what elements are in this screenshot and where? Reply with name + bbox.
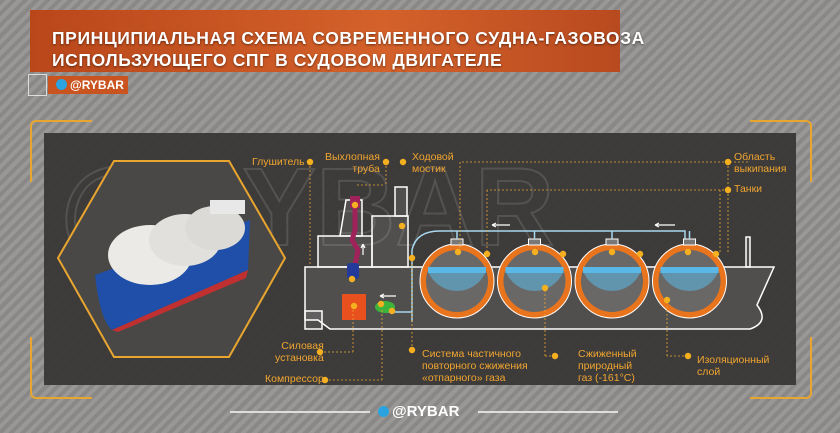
brand-bar (48, 76, 128, 94)
corner-bracket (750, 120, 812, 182)
bow-mast (745, 236, 751, 268)
telegram-icon (56, 79, 67, 90)
callout-dot (724, 186, 732, 194)
gas-line (411, 230, 686, 322)
decor-square (28, 74, 47, 96)
callout-dot (399, 158, 407, 166)
corner-bracket (750, 337, 812, 399)
footer-line (230, 411, 370, 413)
telegram-icon (378, 406, 389, 417)
callout-dot (398, 222, 406, 230)
callout-dot (408, 346, 416, 354)
callout-dot (531, 248, 539, 256)
rudder (304, 310, 323, 330)
footer-brand: @RYBAR (378, 403, 459, 420)
callout-dot (316, 348, 324, 356)
callout-dot (541, 284, 549, 292)
callout-dot (663, 296, 671, 304)
callout-dot (351, 201, 359, 209)
lng-tank (652, 231, 727, 319)
callout-dot (559, 250, 567, 258)
page-title: ПРИНЦИПИАЛЬНАЯ СХЕМА СОВРЕМЕННОГО СУДНА-… (52, 28, 645, 70)
label-compressor: Компрессор (265, 373, 324, 385)
brand-tag: @RYBAR (56, 78, 124, 92)
corner-bracket (30, 337, 92, 399)
label-muffler: Глушитель (252, 156, 305, 168)
footer-line (478, 411, 618, 413)
callout-dot (608, 248, 616, 256)
engine (347, 263, 359, 279)
callout-dot (551, 352, 559, 360)
label-tanks: Танки (734, 183, 763, 195)
callout-dot (454, 248, 462, 256)
lng-tank (574, 231, 650, 319)
mast (394, 186, 408, 217)
callout-dot (388, 307, 396, 315)
callout-dot (321, 376, 329, 384)
callout-dot (350, 302, 358, 310)
flow-arrows (360, 222, 675, 299)
callout-dot (306, 158, 314, 166)
title-banner (30, 10, 620, 72)
callout-dot (724, 158, 732, 166)
callout-dot (377, 300, 385, 308)
callout-dot (684, 352, 692, 360)
callout-dot (348, 275, 356, 283)
lng-tank (419, 231, 495, 319)
callout-dot (408, 254, 416, 262)
callout-dot (636, 250, 644, 258)
callout-dot (382, 158, 390, 166)
lng-tank (497, 231, 572, 319)
engine-room-block (317, 235, 373, 268)
callout-dot (684, 248, 692, 256)
ship-photo (95, 200, 250, 332)
exhaust-pipe (349, 200, 361, 266)
corner-bracket (30, 120, 92, 182)
callout-dot (483, 250, 491, 258)
callout-dot (712, 250, 720, 258)
